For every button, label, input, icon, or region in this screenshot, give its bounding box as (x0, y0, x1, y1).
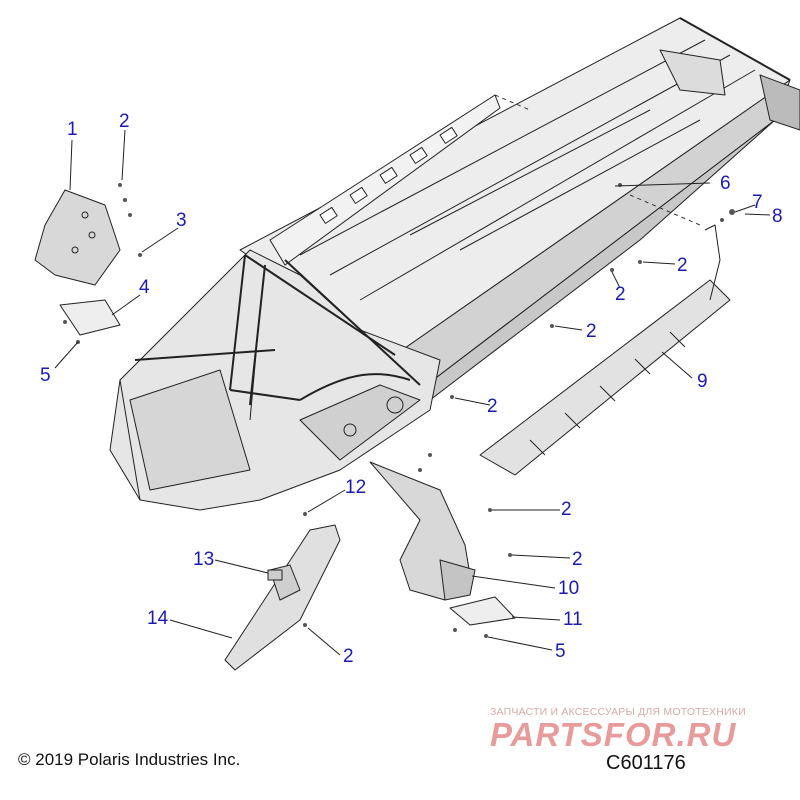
callout-2: 2 (561, 499, 572, 520)
callout-3: 3 (176, 210, 187, 231)
part-1-cover (34, 189, 121, 286)
callout-2: 2 (677, 255, 688, 276)
callout-11: 11 (563, 609, 583, 630)
callout-13: 13 (193, 549, 215, 570)
callout-12: 12 (345, 477, 367, 498)
front-bulkhead (109, 249, 441, 511)
part-13-bracket (267, 569, 283, 581)
callout-2: 2 (572, 549, 583, 570)
fasteners (63, 183, 735, 638)
chassis-tunnel (239, 17, 800, 401)
part-10-cover (369, 461, 476, 601)
callout-2: 2 (487, 396, 498, 417)
callout-4: 4 (139, 277, 150, 298)
callout-14: 14 (147, 608, 169, 629)
part-9-running-board (479, 224, 731, 476)
watermark-subtitle: ЗАПЧАСТИ И АКСЕССУАРЫ ДЛЯ МОТОТЕХНИКИ (490, 706, 746, 718)
watermark-brand: PARTSFOR.RU (490, 716, 737, 753)
callout-6: 6 (720, 173, 731, 194)
alignment-lines (494, 94, 701, 226)
callout-5: 5 (40, 365, 51, 386)
callout-9: 9 (697, 371, 708, 392)
callout-7: 7 (752, 192, 763, 213)
copyright-notice: © 2019 Polaris Industries Inc. (18, 750, 241, 769)
leader-lines (54, 129, 771, 656)
figure-id: C601176 (606, 752, 686, 774)
callout-8: 8 (772, 206, 783, 227)
callout-2: 2 (119, 111, 130, 132)
callout-2: 2 (586, 321, 597, 342)
tunnel-side-rail (269, 94, 501, 266)
part-14-shield (224, 524, 341, 671)
callout-2: 2 (343, 646, 354, 667)
part-11-plate (449, 596, 516, 626)
callout-10: 10 (558, 578, 580, 599)
callout-5: 5 (555, 641, 566, 662)
callout-2: 2 (615, 284, 626, 305)
callout-1: 1 (67, 119, 78, 140)
frame-tubes (134, 254, 421, 406)
part-4-plate (59, 299, 121, 336)
